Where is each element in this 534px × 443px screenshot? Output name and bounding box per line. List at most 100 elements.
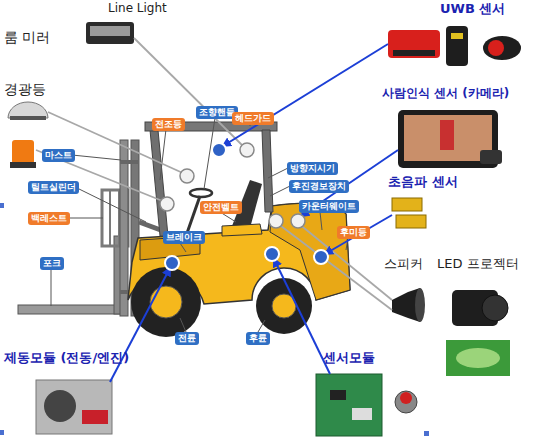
edge-dot: [424, 431, 429, 436]
brake-module-motor: [44, 390, 76, 422]
white-marker: [291, 214, 305, 228]
guard-post: [262, 130, 273, 212]
leader-line: [51, 269, 52, 306]
leader-line: [48, 112, 185, 174]
part-badge: 마스트: [42, 149, 75, 162]
part-name: 안전벨트: [203, 202, 239, 213]
rear-wheel: [256, 278, 312, 334]
uwb-device-image: [388, 30, 440, 58]
part-name: 헤드가드: [235, 113, 271, 124]
uwb-key-image: [483, 36, 521, 60]
device-label: 센서모듈: [323, 351, 375, 365]
beacon-base: [10, 162, 36, 168]
leader-line: [268, 168, 288, 178]
wheel-hub: [150, 286, 182, 318]
arrow-line: [223, 44, 388, 146]
part-badge: 카운터웨이트: [299, 200, 359, 213]
line-light-image: [86, 22, 134, 44]
blue-marker: [265, 247, 279, 261]
backrest-bar: [109, 190, 111, 246]
leader-line: [277, 223, 392, 310]
leader-line: [320, 212, 322, 230]
pcb-connector: [352, 408, 372, 420]
beacon-image: [12, 140, 34, 164]
sensor-module-pcb: [316, 374, 382, 436]
part-name: 백레스트: [31, 213, 67, 224]
mast-bar: [120, 160, 139, 164]
device-label: LED 프로젝터: [437, 257, 519, 271]
edge-dot: [0, 430, 4, 435]
part-badge: 후미등: [337, 226, 370, 239]
device-label: 사람인식 센서 (카메라): [382, 87, 509, 100]
seat: [222, 224, 262, 236]
white-marker: [240, 143, 254, 157]
device-label: Line Light: [108, 2, 167, 15]
leader-line: [75, 187, 146, 222]
device-label: 스피커: [384, 257, 423, 271]
leader-line: [270, 186, 290, 196]
part-name: 조향핸들: [199, 107, 235, 118]
part-name: 후륜: [249, 333, 267, 344]
sensor-button-cap: [400, 392, 412, 404]
ultrasonic-image: [396, 215, 426, 228]
guard-post: [150, 130, 168, 236]
part-name: 마스트: [45, 150, 72, 161]
part-badge: 전륜: [175, 332, 199, 345]
device-label: 경광등: [4, 82, 46, 97]
part-badge: 헤드가드: [232, 112, 274, 125]
steering-wheel: [190, 189, 212, 197]
part-badge: 브레이크: [163, 231, 205, 244]
speaker-horn: [415, 288, 425, 322]
blue-marker: [212, 143, 226, 157]
part-name: 후미등: [340, 227, 367, 238]
part-badge: 방향지시기: [287, 162, 338, 175]
line-light-lens: [90, 26, 130, 36]
part-name: 브레이크: [166, 232, 202, 243]
leader-line: [72, 155, 121, 160]
part-badge: 후진경보장치: [289, 180, 349, 193]
device-leaders: [36, 38, 392, 310]
device-label: 초음파 센서: [388, 175, 458, 189]
part-badge: 포크: [40, 257, 64, 270]
uwb-tag-screen: [451, 33, 463, 39]
leader-line: [298, 223, 392, 300]
part-name: 카운터웨이트: [302, 201, 356, 212]
leader-line: [180, 243, 186, 252]
part-badge: 후륜: [246, 332, 270, 345]
room-mirror-base: [10, 116, 46, 120]
uwb-device-band: [393, 50, 435, 56]
arrow-line: [274, 259, 330, 374]
part-badge: 전조등: [152, 118, 185, 131]
blue-marker: [165, 256, 179, 270]
part-name: 후진경보장치: [292, 181, 346, 192]
device-arrows: [110, 44, 398, 382]
brake-module-image: [36, 380, 112, 434]
pcb-chip: [330, 390, 346, 400]
part-name: 방향지시기: [290, 163, 335, 174]
projection-image: [446, 340, 510, 376]
fork: [18, 305, 126, 314]
steering-column: [186, 196, 200, 236]
brake-module-label: [82, 410, 108, 424]
projection-sign: [456, 348, 500, 368]
part-name: 포크: [43, 258, 61, 269]
part-name: 틸트실린더: [31, 182, 76, 193]
part-badge: 백레스트: [28, 212, 70, 225]
uwb-key-accent: [488, 40, 504, 56]
blue-marker: [314, 250, 328, 264]
part-badge: 틸트실린더: [28, 181, 79, 194]
sensor-button: [395, 391, 417, 413]
room-mirror-image: [8, 102, 48, 118]
ultrasonic-image: [392, 198, 422, 211]
part-badge: 안전벨트: [200, 201, 242, 214]
device-label: 제동모듈 (전동/엔진): [4, 351, 129, 365]
part-name: 전륜: [178, 333, 196, 344]
leader-line: [36, 150, 165, 202]
leader-line: [68, 218, 103, 219]
leader-line: [134, 38, 245, 148]
part-leaders: [51, 118, 348, 332]
arrow-line: [325, 215, 392, 254]
edge-dot: [0, 203, 4, 208]
led-projector-lens: [482, 295, 508, 321]
